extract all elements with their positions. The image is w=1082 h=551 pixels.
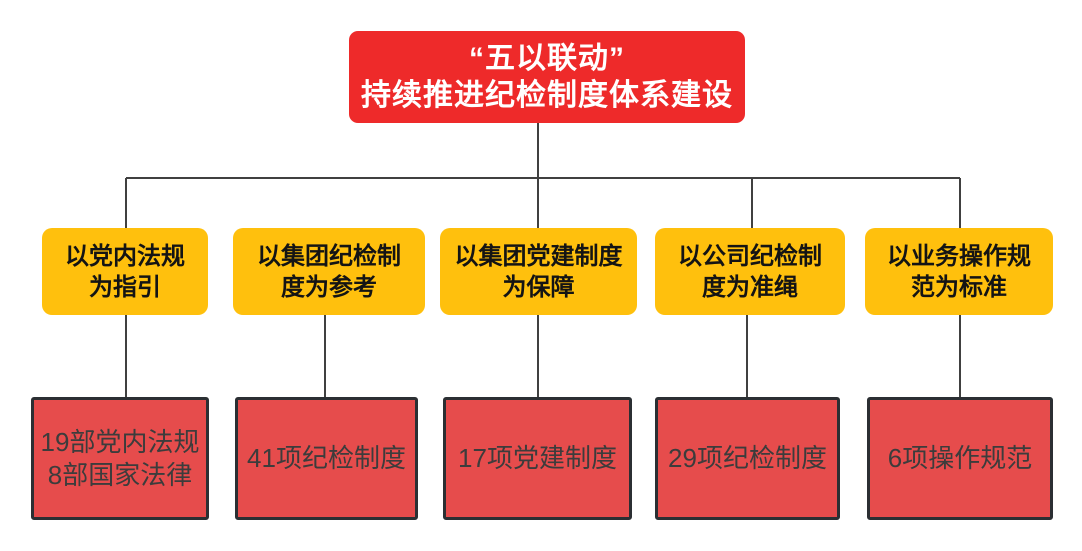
detail-4-line-1: 29项纪检制度: [668, 443, 827, 473]
branch-3-label-line-2: 为保障: [502, 273, 575, 301]
branch-1-label-line-1: 以党内法规: [65, 242, 185, 270]
branch-2-label-line-1: 以集团纪检制: [257, 242, 401, 270]
detail-box-1: 19部党内法规 8部国家法律: [31, 397, 209, 520]
detail-box-4: 29项纪检制度: [655, 397, 840, 520]
detail-box-3: 17项党建制度: [443, 397, 632, 520]
title-line-1: “五以联动”: [469, 42, 625, 75]
detail-box-5: 6项操作规范: [867, 397, 1053, 520]
branch-4-label-line-2: 度为准绳: [702, 273, 798, 301]
detail-1-line-2: 8部国家法律: [47, 459, 193, 490]
branch-box-5: 以业务操作规 范为标准: [865, 228, 1053, 315]
branch-1-label-line-2: 为指引: [89, 273, 161, 301]
detail-1-line-1: 19部党内法规: [40, 426, 200, 457]
branch-4-label-line-1: 以公司纪检制: [678, 242, 822, 270]
branch-box-1: 以党内法规 为指引: [42, 228, 208, 315]
branch-5-label-line-2: 范为标准: [911, 273, 1007, 301]
detail-box-2: 41项纪检制度: [235, 397, 418, 520]
branch-box-2: 以集团纪检制 度为参考: [233, 228, 425, 315]
branch-box-3: 以集团党建制度 为保障: [440, 228, 637, 315]
branch-3-label-line-1: 以集团党建制度: [454, 242, 623, 270]
branch-5-label-line-1: 以业务操作规: [887, 242, 1031, 270]
title-line-2: 持续推进纪检制度体系建设: [361, 79, 733, 112]
branch-2-label-line-2: 度为参考: [281, 273, 377, 301]
detail-3-line-1: 17项党建制度: [458, 443, 617, 473]
title-box: “五以联动” 持续推进纪检制度体系建设: [349, 31, 745, 123]
detail-2-line-1: 41项纪检制度: [247, 443, 406, 473]
detail-5-line-1: 6项操作规范: [887, 443, 1033, 473]
branch-box-4: 以公司纪检制 度为准绳: [655, 228, 845, 315]
